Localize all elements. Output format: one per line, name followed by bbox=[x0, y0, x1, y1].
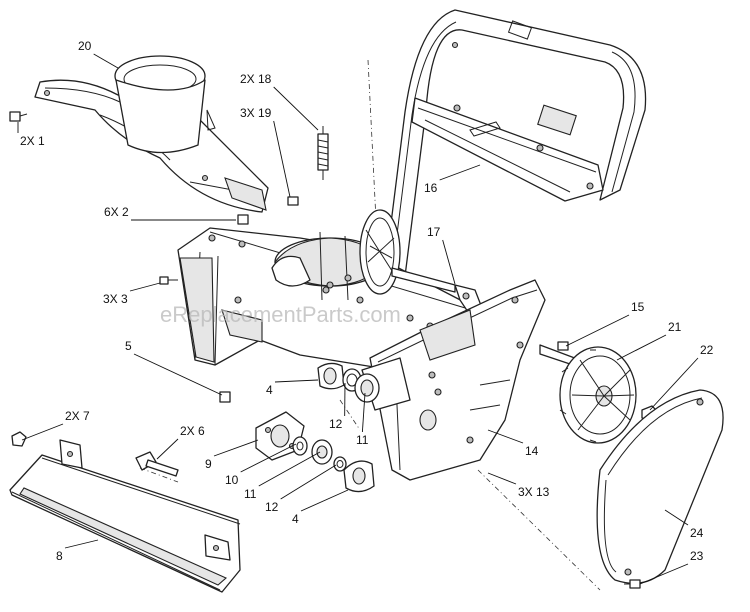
callout-label-20: 20 bbox=[78, 39, 92, 53]
callout-labels: 20 2X 1 2X 18 3X 19 16 6X 2 17 3X 3 15 21 5 22 4 12 11… bbox=[17, 39, 714, 585]
leader-line-11a bbox=[361, 392, 366, 433]
leader-line-14 bbox=[487, 429, 524, 444]
callout-label-2x1: 2X 1 bbox=[20, 134, 45, 148]
callout-label-12a: 12 bbox=[329, 417, 343, 431]
callout-label-14: 14 bbox=[525, 444, 539, 458]
callout-label-3x19: 3X 19 bbox=[240, 106, 272, 120]
bolt-part-2 bbox=[237, 214, 249, 225]
leader-line-4b bbox=[300, 489, 349, 512]
callout-label-11a: 11 bbox=[356, 433, 369, 447]
callout-label-21: 21 bbox=[668, 320, 682, 334]
leader-line-2x6 bbox=[156, 438, 179, 460]
leader-line-8 bbox=[64, 539, 99, 549]
leader-line-20 bbox=[93, 53, 119, 69]
auger-housing bbox=[177, 227, 473, 369]
callout-label-23: 23 bbox=[690, 549, 704, 563]
leader-line-22 bbox=[649, 357, 699, 411]
bolt-part-1 bbox=[9, 111, 28, 122]
carriage-bolt-part-6 bbox=[135, 451, 179, 477]
wheel-part-21 bbox=[559, 346, 637, 444]
handle-assembly bbox=[367, 9, 647, 301]
leader-line-9 bbox=[213, 439, 259, 457]
callout-label-9: 9 bbox=[205, 457, 212, 471]
callout-label-6x2: 6X 2 bbox=[104, 205, 129, 219]
callout-label-2x6: 2X 6 bbox=[180, 424, 205, 438]
callout-label-22: 22 bbox=[700, 343, 714, 357]
leader-line-2x18 bbox=[273, 86, 319, 131]
callout-label-2x7: 2X 7 bbox=[65, 409, 90, 423]
bearing-part-11 bbox=[311, 439, 333, 465]
leader-line-4a bbox=[274, 379, 319, 383]
callout-label-3x3: 3X 3 bbox=[103, 292, 128, 306]
callout-label-4a: 4 bbox=[266, 383, 273, 397]
callout-label-4b: 4 bbox=[292, 512, 299, 526]
leader-line-5 bbox=[133, 353, 223, 396]
nut-part-7 bbox=[11, 431, 27, 447]
discharge-chute bbox=[34, 55, 269, 213]
screw-part-5 bbox=[219, 391, 231, 403]
leader-line-17 bbox=[442, 239, 456, 285]
flange-part-4 bbox=[343, 460, 375, 493]
leader-line-11b bbox=[258, 451, 321, 487]
leader-line-24 bbox=[664, 509, 689, 526]
callout-label-12b: 12 bbox=[265, 500, 279, 514]
leader-line-3x3 bbox=[129, 282, 161, 292]
callout-label-8: 8 bbox=[56, 549, 63, 563]
leader-line-2x7 bbox=[21, 423, 64, 441]
callout-label-16: 16 bbox=[424, 181, 438, 195]
pin-part-15 bbox=[557, 341, 569, 351]
leader-line-10 bbox=[240, 443, 297, 473]
callout-label-11b: 11 bbox=[244, 487, 257, 501]
leader-line-15 bbox=[565, 314, 630, 347]
callout-label-10: 10 bbox=[225, 473, 239, 487]
scraper-bar-part-8 bbox=[9, 439, 241, 593]
leader-line-3x13 bbox=[487, 472, 517, 485]
screw-part-19 bbox=[287, 196, 299, 206]
washer-part-10 bbox=[292, 436, 308, 456]
callout-label-5: 5 bbox=[125, 339, 132, 353]
bearing-stack-upper bbox=[317, 362, 380, 403]
spring-part-18 bbox=[317, 126, 329, 180]
callout-label-15: 15 bbox=[631, 300, 645, 314]
leader-line-12b bbox=[280, 464, 337, 500]
belt-cover-part-24 bbox=[596, 389, 724, 584]
callout-label-2x18: 2X 18 bbox=[240, 72, 272, 86]
impeller-rotor bbox=[271, 209, 456, 301]
callout-label-24: 24 bbox=[690, 526, 704, 540]
spacer-part-12 bbox=[333, 456, 347, 472]
callout-label-17: 17 bbox=[427, 225, 441, 239]
leader-line-16 bbox=[439, 164, 481, 181]
leader-line-21 bbox=[616, 334, 667, 361]
watermark-text: eReplacementParts.com bbox=[160, 302, 401, 327]
leader-line-23 bbox=[639, 563, 689, 585]
callout-label-3x13: 3X 13 bbox=[518, 485, 550, 499]
screw-part-3 bbox=[159, 276, 178, 285]
leader-line-3x19 bbox=[273, 120, 291, 198]
